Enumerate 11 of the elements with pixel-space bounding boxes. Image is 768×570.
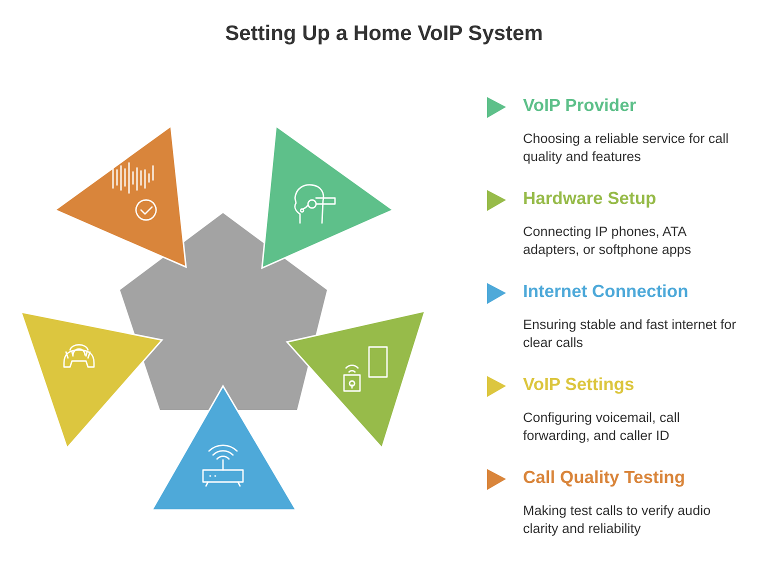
step-description: Connecting IP phones, ATA adapters, or softphone apps xyxy=(523,223,692,259)
step-description: Choosing a reliable service for call quality and features xyxy=(523,130,730,166)
title: Setting Up a Home VoIP System xyxy=(224,22,544,46)
step-heading: Internet Connection xyxy=(523,281,688,302)
step-description: Making test calls to verify audio clarity and reliability xyxy=(523,502,712,538)
step-heading: VoIP Provider xyxy=(523,95,636,116)
step-description: Configuring voicemail, call forwarding, and caller ID xyxy=(523,409,681,445)
step-heading: Call Quality Testing xyxy=(523,467,686,488)
step-heading: Hardware Setup xyxy=(523,188,656,209)
step-description: Ensuring stable and fast internet for clear calls xyxy=(523,316,738,352)
step-heading: VoIP Settings xyxy=(523,374,634,395)
